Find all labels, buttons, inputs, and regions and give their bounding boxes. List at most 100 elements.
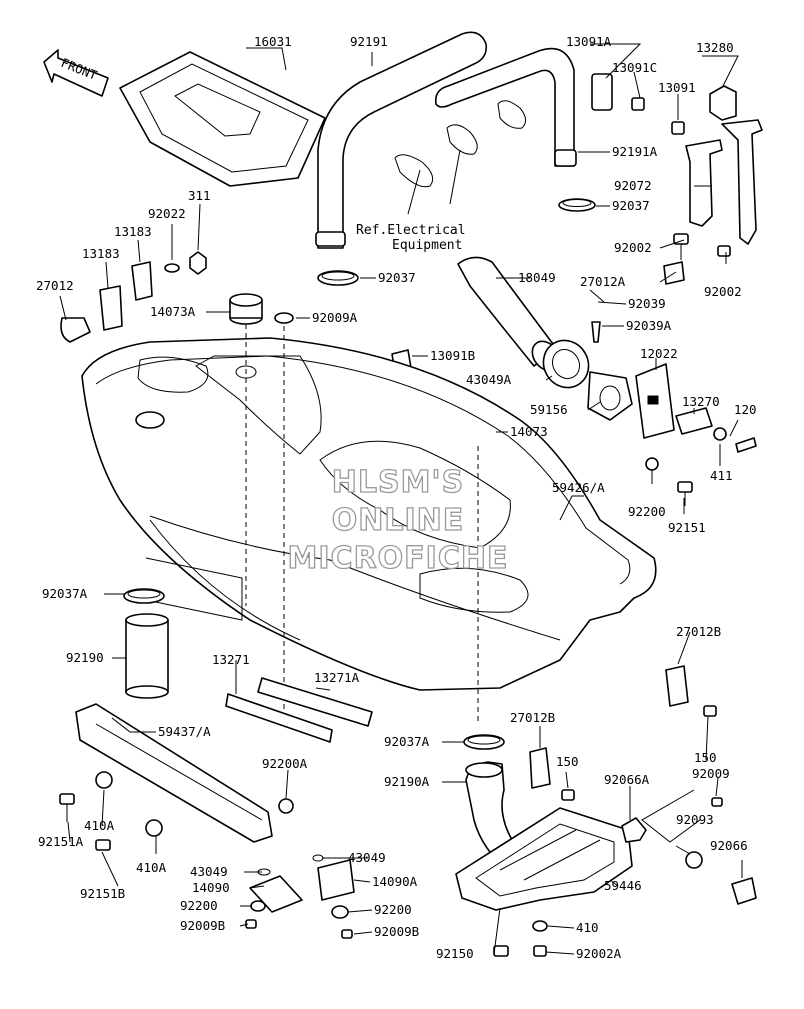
part-label[interactable]: 92037 (378, 270, 416, 285)
block-13270 (675, 407, 713, 435)
part-label[interactable]: 27012A (580, 274, 626, 289)
gasket-43049-right (312, 854, 324, 862)
reference-note: Ref.Electrical Equipment (356, 223, 466, 253)
part-label[interactable]: 13183 (82, 246, 120, 261)
exhaust-tube (315, 31, 577, 249)
bolt-92150 (493, 945, 509, 957)
part-label[interactable]: 92002 (614, 240, 652, 255)
flange-59156 (587, 371, 633, 421)
clip-blocks (591, 73, 737, 135)
part-label[interactable]: 311 (188, 188, 211, 203)
part-label[interactable]: 13270 (682, 394, 720, 409)
strap-13271A (257, 677, 373, 727)
part-label[interactable]: 92191A (612, 144, 658, 159)
part-label[interactable]: 410A (136, 860, 167, 875)
part-label[interactable]: 43049 (190, 864, 228, 879)
part-label[interactable]: 27012B (676, 624, 721, 639)
plate-14090A (317, 859, 355, 901)
part-label[interactable]: 92200 (180, 898, 218, 913)
part-label[interactable]: 92151 (668, 520, 706, 535)
fitting-92066A (621, 817, 647, 843)
part-label[interactable]: 92037A (384, 734, 430, 749)
part-label[interactable]: 92093 (676, 812, 714, 827)
clamp-92037A-right (463, 734, 505, 750)
part-label[interactable]: 92022 (148, 206, 186, 221)
washers-92200-bottom (250, 900, 349, 919)
part-label[interactable]: 92039A (626, 318, 672, 333)
part-label[interactable]: 92037 (612, 198, 650, 213)
ride-plate-59446 (455, 807, 633, 911)
part-label[interactable]: 92151A (38, 834, 84, 849)
part-label[interactable]: 14073A (150, 304, 196, 319)
part-label[interactable]: 14090 (192, 880, 230, 895)
bolt-92002-left (673, 233, 689, 260)
part-label[interactable]: 92150 (436, 946, 474, 961)
part-label[interactable]: 27012B (510, 710, 555, 725)
bolt-92009A (274, 312, 294, 324)
part-label[interactable]: 92200 (374, 902, 412, 917)
strap-13271 (225, 693, 333, 743)
part-label[interactable]: 13183 (114, 224, 152, 239)
hose-clamp-92037-right (558, 198, 596, 212)
bolt-92002A (533, 945, 547, 957)
part-label[interactable]: 150 (694, 750, 717, 765)
part-label[interactable]: 13091 (658, 80, 696, 95)
part-label[interactable]: 43049A (466, 372, 512, 387)
washers-410A (95, 771, 163, 837)
part-label[interactable]: 92002A (576, 946, 622, 961)
cap-14073A (229, 293, 263, 325)
part-label[interactable]: 120 (734, 402, 757, 417)
part-label[interactable]: 92191 (350, 34, 388, 49)
part-label[interactable]: 92039 (628, 296, 666, 311)
reference-note-line-2: Equipment (392, 238, 462, 253)
hose-clamp-92037-top (317, 270, 359, 286)
washer-411 (713, 427, 727, 441)
part-label[interactable]: 13091A (566, 34, 612, 49)
part-label[interactable]: 92002 (704, 284, 742, 299)
part-label[interactable]: 411 (710, 468, 733, 483)
cover-12022 (635, 363, 675, 439)
watermark: HLSM'S ONLINE MICROFICHE (287, 464, 509, 576)
part-label[interactable]: 92072 (614, 178, 652, 193)
part-label[interactable]: 27012 (36, 278, 74, 293)
bolt-150-mid (561, 789, 575, 801)
part-label[interactable]: 59446 (604, 878, 642, 893)
part-label[interactable]: 59156 (530, 402, 568, 417)
part-label[interactable]: 13271A (314, 670, 360, 685)
part-label[interactable]: 92190 (66, 650, 104, 665)
part-label[interactable]: 92066 (710, 838, 748, 853)
sponson-59437A (75, 703, 273, 843)
gasket-43049A (542, 339, 590, 389)
part-label[interactable]: 92151B (80, 886, 125, 901)
part-label[interactable]: 18049 (518, 270, 556, 285)
part-label[interactable]: 92009A (312, 310, 358, 325)
part-label[interactable]: 43049 (348, 850, 386, 865)
pipe-92190 (125, 613, 169, 699)
part-label[interactable]: 14090A (372, 874, 418, 889)
part-label[interactable]: 16031 (254, 34, 292, 49)
bolt-92002-right (717, 245, 731, 257)
part-label[interactable]: 14073 (510, 424, 548, 439)
part-label[interactable]: 410A (84, 818, 115, 833)
part-label[interactable]: 92190A (384, 774, 430, 789)
part-label[interactable]: 12022 (640, 346, 678, 361)
part-number-labels: 16031 92191 13091A 13280 13091C 13091 92… (36, 34, 757, 961)
part-label[interactable]: 92009B (180, 918, 225, 933)
part-label[interactable]: 13091C (612, 60, 657, 75)
part-label[interactable]: 410 (576, 920, 599, 935)
part-label[interactable]: 59437/A (158, 724, 211, 739)
part-label[interactable]: 59426/A (552, 480, 605, 495)
part-label[interactable]: 92037A (42, 586, 88, 601)
battery-bracket-92072 (685, 119, 763, 245)
part-label[interactable]: 92009 (692, 766, 730, 781)
part-label[interactable]: 13091B (430, 348, 475, 363)
part-label[interactable]: 92200A (262, 756, 308, 771)
part-label[interactable]: 92066A (604, 772, 650, 787)
part-label[interactable]: 13271 (212, 652, 250, 667)
watermark-line-3: MICROFICHE (288, 541, 509, 576)
part-label[interactable]: 92200 (628, 504, 666, 519)
part-label[interactable]: 13280 (696, 40, 734, 55)
part-label[interactable]: 150 (556, 754, 579, 769)
part-label[interactable]: 92009B (374, 924, 419, 939)
